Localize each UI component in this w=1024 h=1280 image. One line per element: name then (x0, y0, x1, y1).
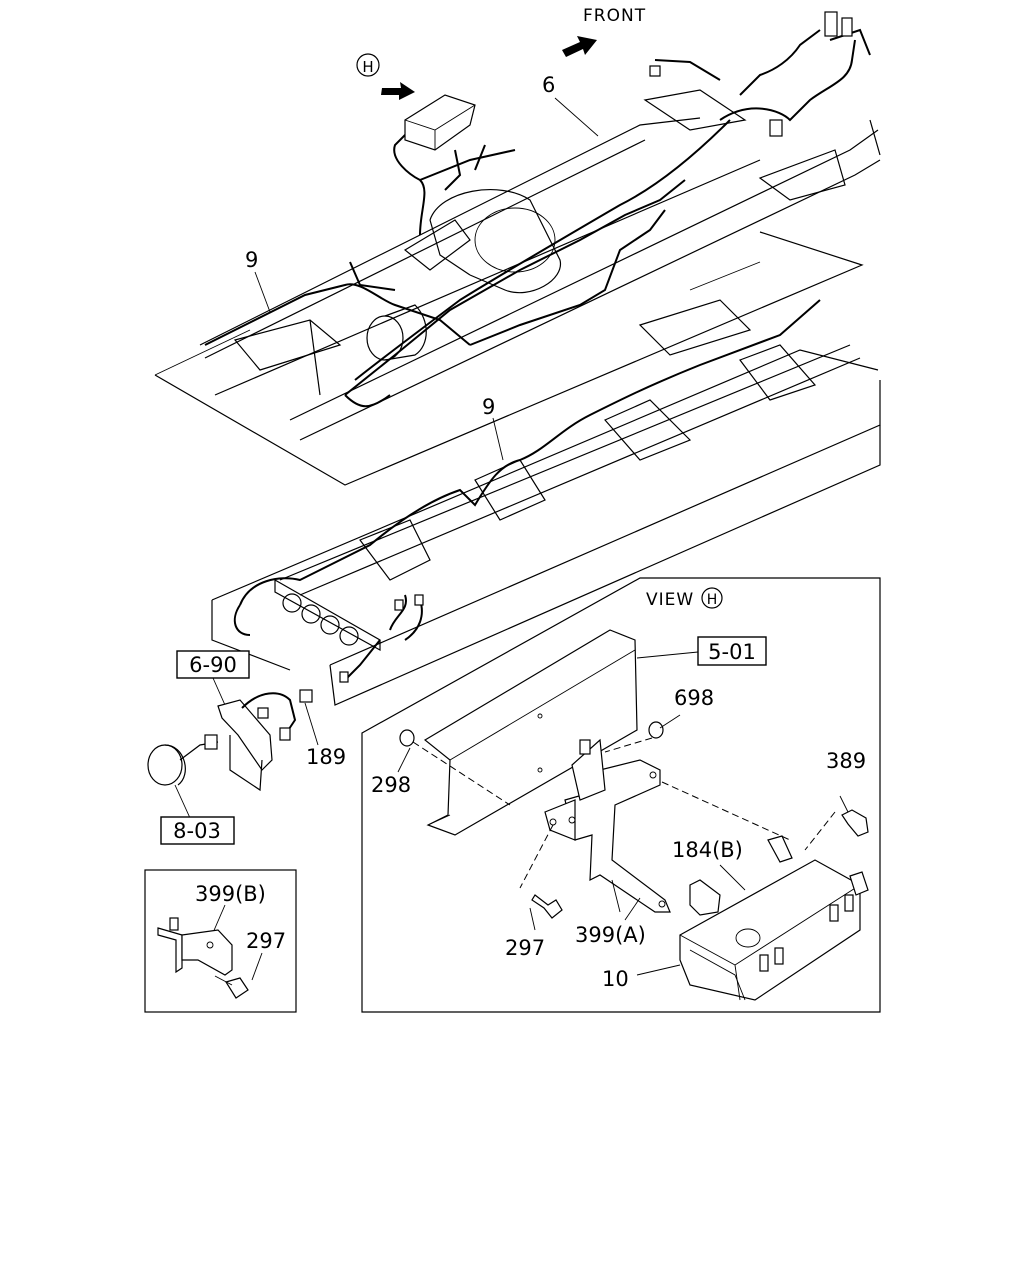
part-10-label: 10 (602, 967, 629, 991)
callout-arrow-icon (381, 82, 415, 100)
view-label: VIEW (646, 590, 694, 610)
front-arrow-icon (562, 36, 597, 57)
part-298-label: 298 (371, 773, 411, 797)
callout-circle-icon (356, 53, 380, 77)
ref-5-01-label: 5-01 (708, 640, 756, 664)
view-letter: H (707, 592, 718, 608)
ref-8-03-label: 8-03 (173, 819, 221, 843)
part-6-label: 6 (542, 73, 555, 97)
callout-letter: H (362, 58, 373, 76)
lower-frame-section: 9 (211, 299, 881, 706)
view-letter-circle-icon (701, 587, 723, 609)
part-9-lower-label: 9 (482, 395, 495, 419)
view-h-callout: H (356, 53, 415, 100)
front-indicator: FRONT (562, 6, 646, 57)
part-698-label: 698 (674, 686, 714, 710)
inset-detail-box: 399(B) 297 (144, 869, 297, 1013)
part-189-label: 189 (306, 745, 346, 769)
ref-6-90-box (176, 650, 250, 679)
part-389-label: 389 (826, 749, 866, 773)
view-h-frame (361, 577, 881, 1013)
part-399a-label: 399(A) (575, 923, 646, 947)
ref-6-90-label: 6-90 (189, 653, 237, 677)
inset-297-label: 297 (246, 929, 286, 953)
upper-frame-section: 6 9 (154, 11, 881, 486)
ref-8-03-box (160, 816, 235, 845)
sensor-assembly: 6-90 189 8-03 (147, 650, 346, 845)
inset-frame (144, 869, 297, 1013)
part-184b-label: 184(B) (672, 838, 743, 862)
front-label: FRONT (583, 6, 646, 26)
ref-5-01-box (697, 636, 767, 666)
part-9-upper-label: 9 (245, 248, 258, 272)
inset-399b-label: 399(B) (195, 882, 266, 906)
part-297-label: 297 (505, 936, 545, 960)
view-h-box: VIEW H 5-01 298 698 399(A) (361, 577, 881, 1013)
